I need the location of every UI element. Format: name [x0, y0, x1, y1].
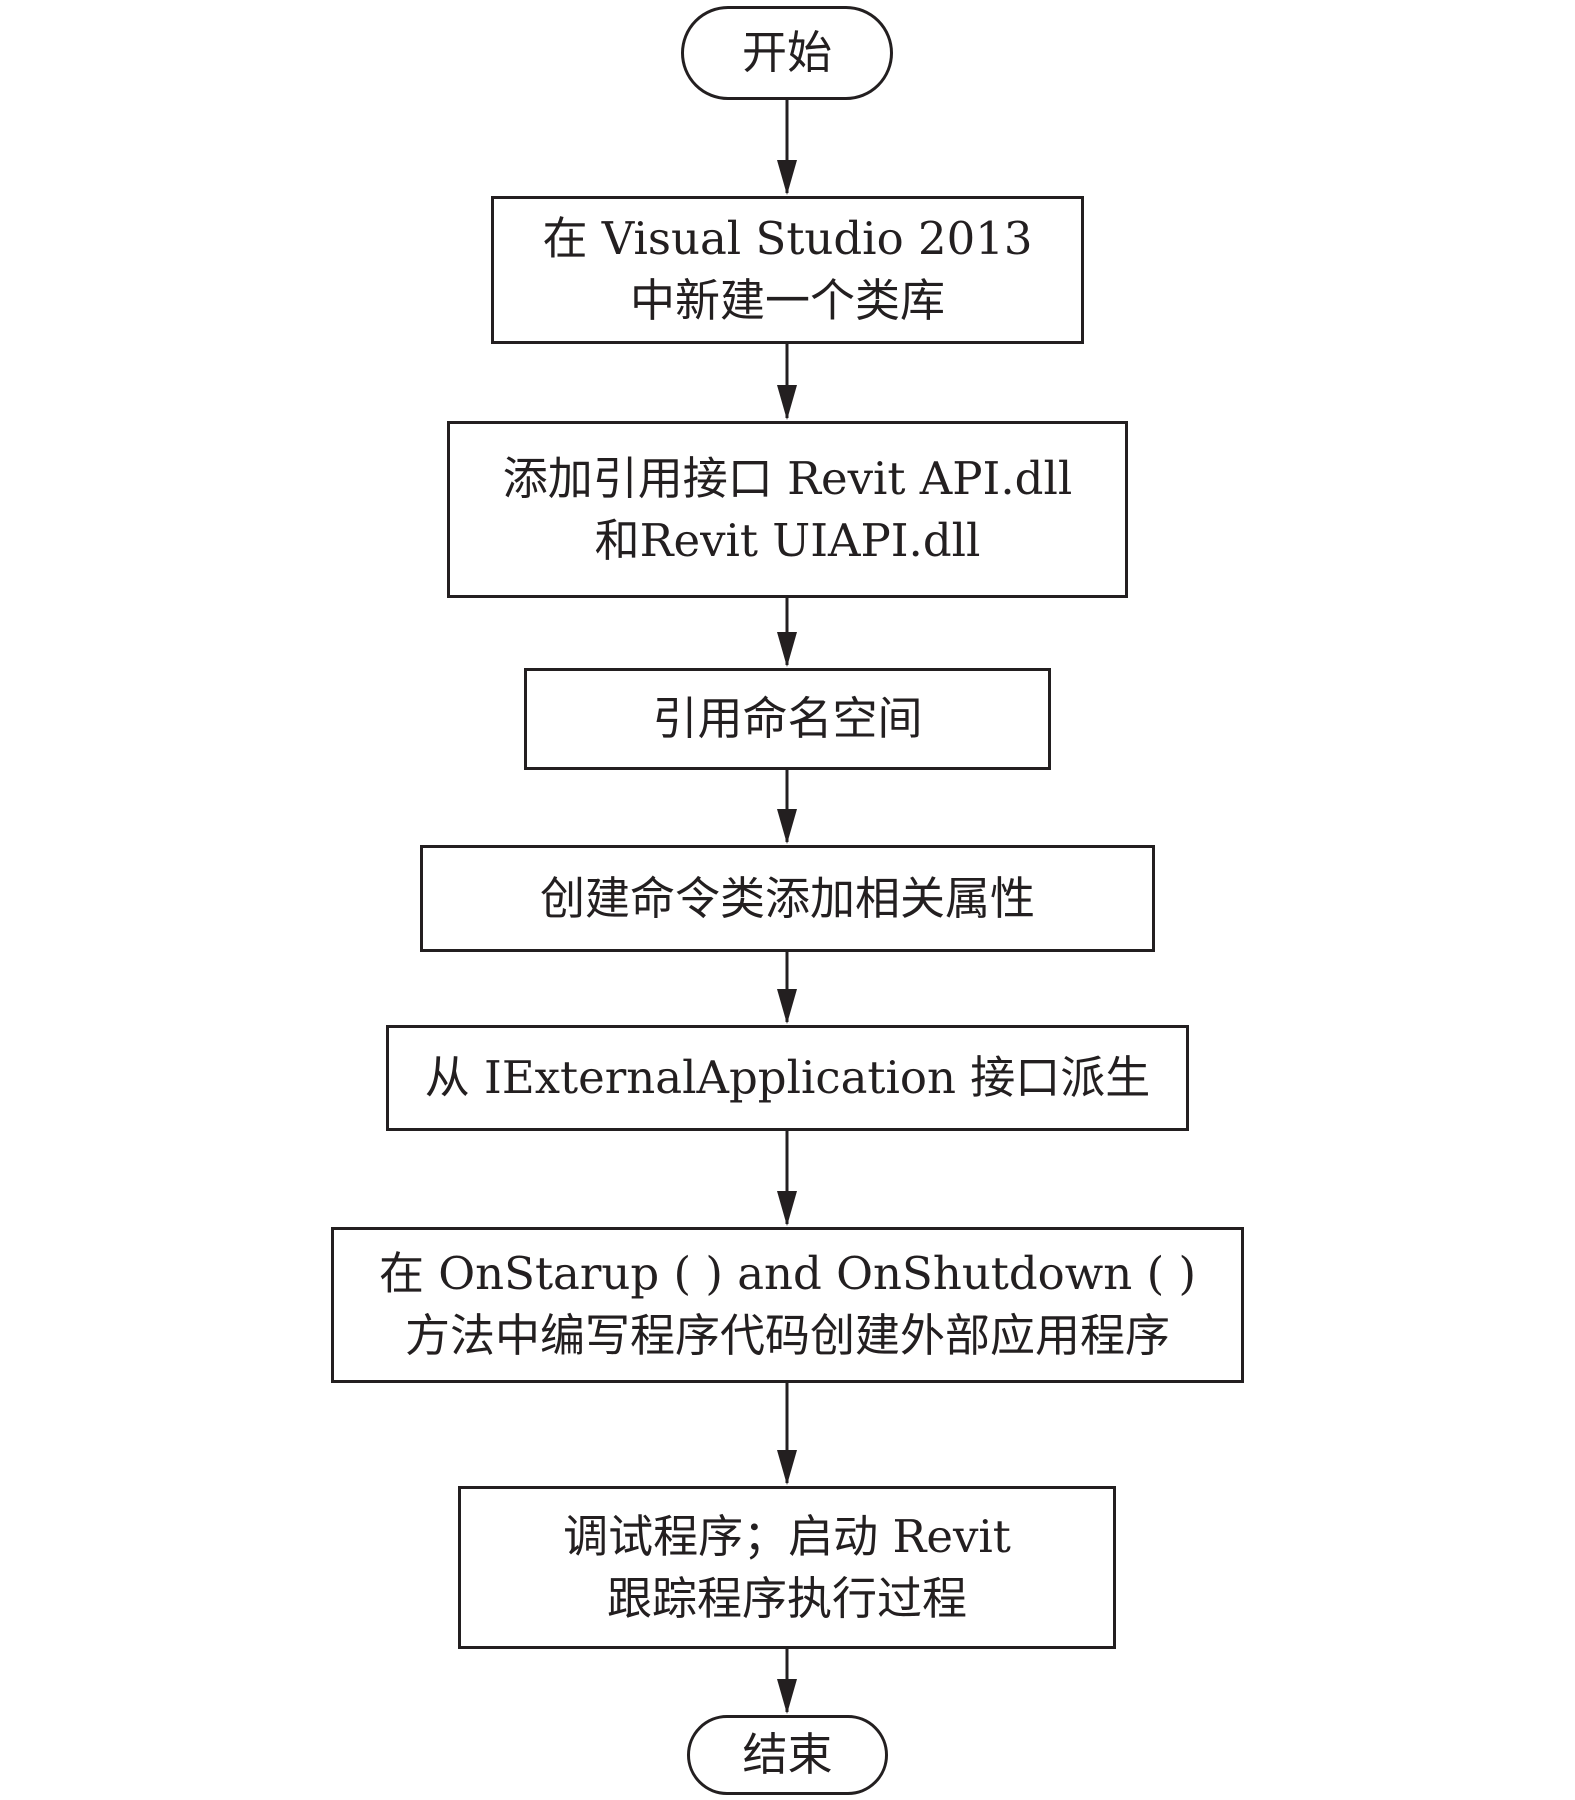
step-add-api-references: 添加引用接口 Revit API.dll 和Revit UIAPI.dll [447, 421, 1128, 598]
step-reference-namespaces: 引用命名空间 [524, 668, 1051, 770]
arrowhead-6 [777, 1191, 797, 1226]
arrowhead-5 [777, 989, 797, 1024]
step-5-line-1: 从 IExternalApplication 接口派生 [424, 1051, 1151, 1104]
step-derive-interface: 从 IExternalApplication 接口派生 [386, 1025, 1189, 1131]
arrowhead-8 [777, 1679, 797, 1714]
arrowhead-4 [777, 809, 797, 844]
step-create-class-library: 在 Visual Studio 2013 中新建一个类库 [491, 196, 1084, 344]
step-1-line-2: 中新建一个类库 [629, 274, 945, 327]
step-6-line-1: 在 OnStarup ( ) and OnShutdown ( ) [378, 1247, 1197, 1300]
step-3-line-1: 引用命名空间 [652, 692, 923, 745]
arrowhead-2 [777, 385, 797, 420]
step-7-line-2: 跟踪程序执行过程 [606, 1571, 967, 1625]
step-write-program-code: 在 OnStarup ( ) and OnShutdown ( ) 方法中编写程… [331, 1227, 1244, 1383]
arrowhead-3 [777, 632, 797, 667]
step-7-line-1: 调试程序；启动 Revit [563, 1509, 1011, 1563]
start-node: 开始 [681, 6, 893, 100]
end-node: 结束 [687, 1715, 888, 1795]
end-label: 结束 [742, 1728, 833, 1781]
step-1-line-1: 在 Visual Studio 2013 [542, 212, 1033, 265]
step-2-line-1: 添加引用接口 Revit API.dll [502, 451, 1073, 505]
step-debug-program: 调试程序；启动 Revit 跟踪程序执行过程 [458, 1486, 1116, 1649]
start-label: 开始 [741, 26, 832, 79]
step-create-command-class: 创建命令类添加相关属性 [420, 845, 1155, 952]
arrowhead-7 [777, 1450, 797, 1485]
step-6-line-2: 方法中编写程序代码创建外部应用程序 [404, 1309, 1170, 1362]
step-4-line-1: 创建命令类添加相关属性 [539, 871, 1035, 925]
arrowhead-1 [777, 160, 797, 195]
step-2-line-2: 和Revit UIAPI.dll [594, 513, 981, 567]
